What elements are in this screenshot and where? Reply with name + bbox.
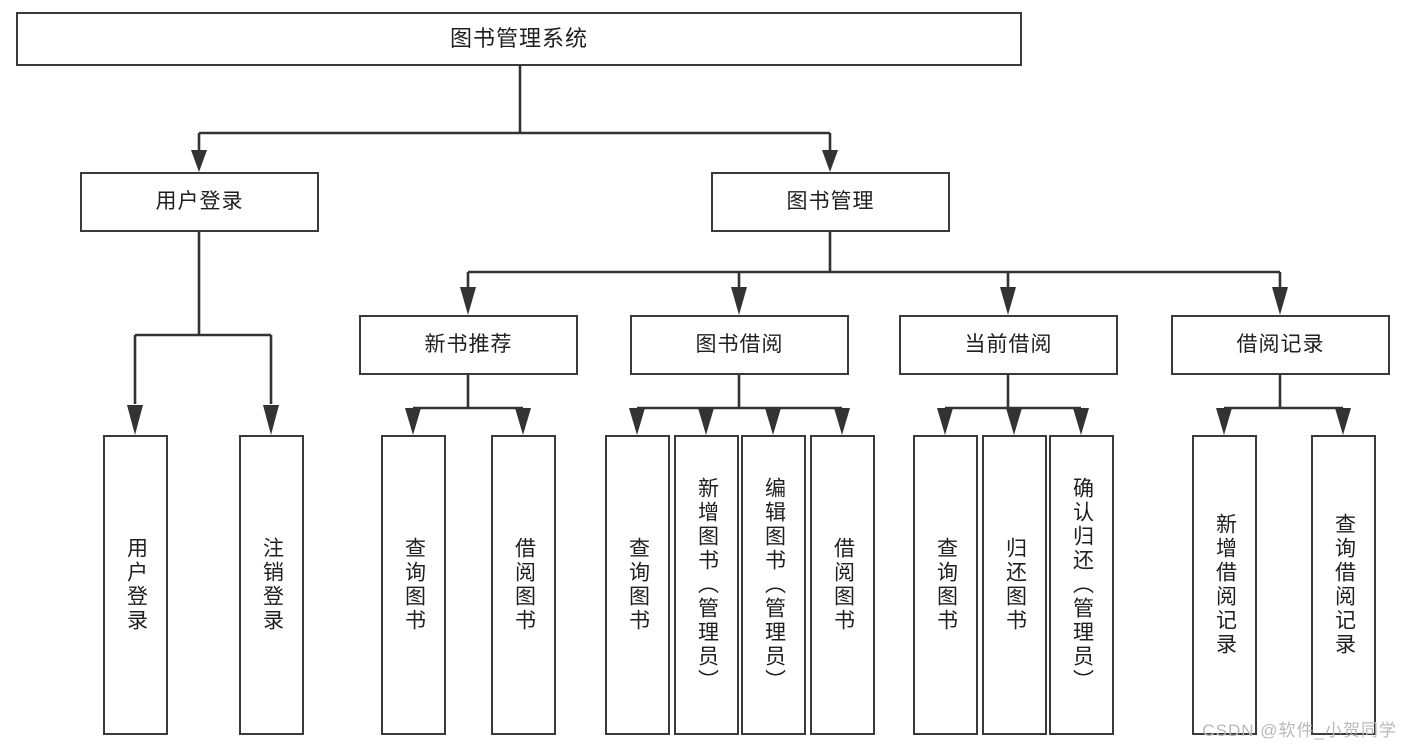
- node-label: 查询图书: [402, 537, 426, 633]
- node-root-system[interactable]: 图书管理系统: [16, 12, 1022, 66]
- leaf-book-borrow-add[interactable]: 新增图书（管理员）: [674, 435, 739, 735]
- node-book-management[interactable]: 图书管理: [711, 172, 950, 232]
- arrow-borrow-record: [1272, 287, 1288, 315]
- leaf-new-book-query[interactable]: 查询图书: [381, 435, 446, 735]
- node-label: 注销登录: [260, 537, 284, 633]
- node-label: 用户登录: [155, 190, 244, 214]
- arrow-leaf-borrow-record-2: [1335, 408, 1351, 435]
- arrow-leaf-new-book-1: [405, 408, 421, 435]
- leaf-book-borrow-borrow[interactable]: 借阅图书: [810, 435, 875, 735]
- node-label: 图书管理系统: [449, 25, 588, 51]
- arrow-book-manage: [822, 150, 838, 172]
- node-label: 确认归还（管理员）: [1070, 477, 1094, 693]
- node-label: 查询借阅记录: [1332, 513, 1356, 657]
- leaf-book-borrow-edit[interactable]: 编辑图书（管理员）: [741, 435, 806, 735]
- arrow-leaf-book-borrow-4: [834, 408, 850, 435]
- arrow-leaf-new-book-2: [515, 408, 531, 435]
- node-label: 编辑图书（管理员）: [762, 477, 786, 693]
- node-borrow-record[interactable]: 借阅记录: [1171, 315, 1390, 375]
- arrow-leaf-borrow-record-1: [1216, 408, 1232, 435]
- leaf-user-login-logout[interactable]: 注销登录: [239, 435, 304, 735]
- node-label: 图书借阅: [695, 333, 784, 357]
- node-current-borrow[interactable]: 当前借阅: [899, 315, 1118, 375]
- node-label: 归还图书: [1003, 537, 1027, 633]
- node-label: 新增借阅记录: [1213, 513, 1237, 657]
- arrow-leaf-user-login-2: [263, 405, 279, 435]
- node-label: 查询图书: [626, 537, 650, 633]
- arrow-leaf-book-borrow-3: [765, 408, 781, 435]
- node-label: 借阅图书: [512, 537, 536, 633]
- node-label: 借阅记录: [1236, 333, 1325, 357]
- node-label: 新书推荐: [424, 333, 513, 357]
- node-label: 当前借阅: [964, 333, 1053, 357]
- node-label: 查询图书: [934, 537, 958, 633]
- arrow-leaf-current-borrow-2: [1006, 408, 1022, 435]
- leaf-current-borrow-return[interactable]: 归还图书: [982, 435, 1047, 735]
- arrow-user-login: [191, 150, 207, 172]
- node-label: 图书管理: [786, 190, 875, 214]
- arrow-book-borrow: [731, 287, 747, 315]
- arrow-leaf-book-borrow-1: [629, 408, 645, 435]
- arrow-leaf-current-borrow-3: [1073, 408, 1089, 435]
- arrow-leaf-book-borrow-2: [698, 408, 714, 435]
- node-label: 用户登录: [124, 537, 148, 633]
- node-user-login[interactable]: 用户登录: [80, 172, 319, 232]
- leaf-book-borrow-query[interactable]: 查询图书: [605, 435, 670, 735]
- arrow-leaf-current-borrow-1: [937, 408, 953, 435]
- watermark-text: CSDN @软件_小贺同学: [1202, 721, 1397, 740]
- node-label: 借阅图书: [831, 537, 855, 633]
- leaf-borrow-record-add[interactable]: 新增借阅记录: [1192, 435, 1257, 735]
- node-new-book-recommend[interactable]: 新书推荐: [359, 315, 578, 375]
- arrow-leaf-user-login-1: [127, 405, 143, 435]
- leaf-user-login-login[interactable]: 用户登录: [103, 435, 168, 735]
- leaf-current-borrow-confirm[interactable]: 确认归还（管理员）: [1049, 435, 1114, 735]
- leaf-current-borrow-query[interactable]: 查询图书: [913, 435, 978, 735]
- arrow-current-borrow: [1000, 287, 1016, 315]
- leaf-new-book-borrow[interactable]: 借阅图书: [491, 435, 556, 735]
- arrow-new-book: [460, 287, 476, 315]
- node-book-borrow[interactable]: 图书借阅: [630, 315, 849, 375]
- node-label: 新增图书（管理员）: [695, 477, 719, 693]
- leaf-borrow-record-query[interactable]: 查询借阅记录: [1311, 435, 1376, 735]
